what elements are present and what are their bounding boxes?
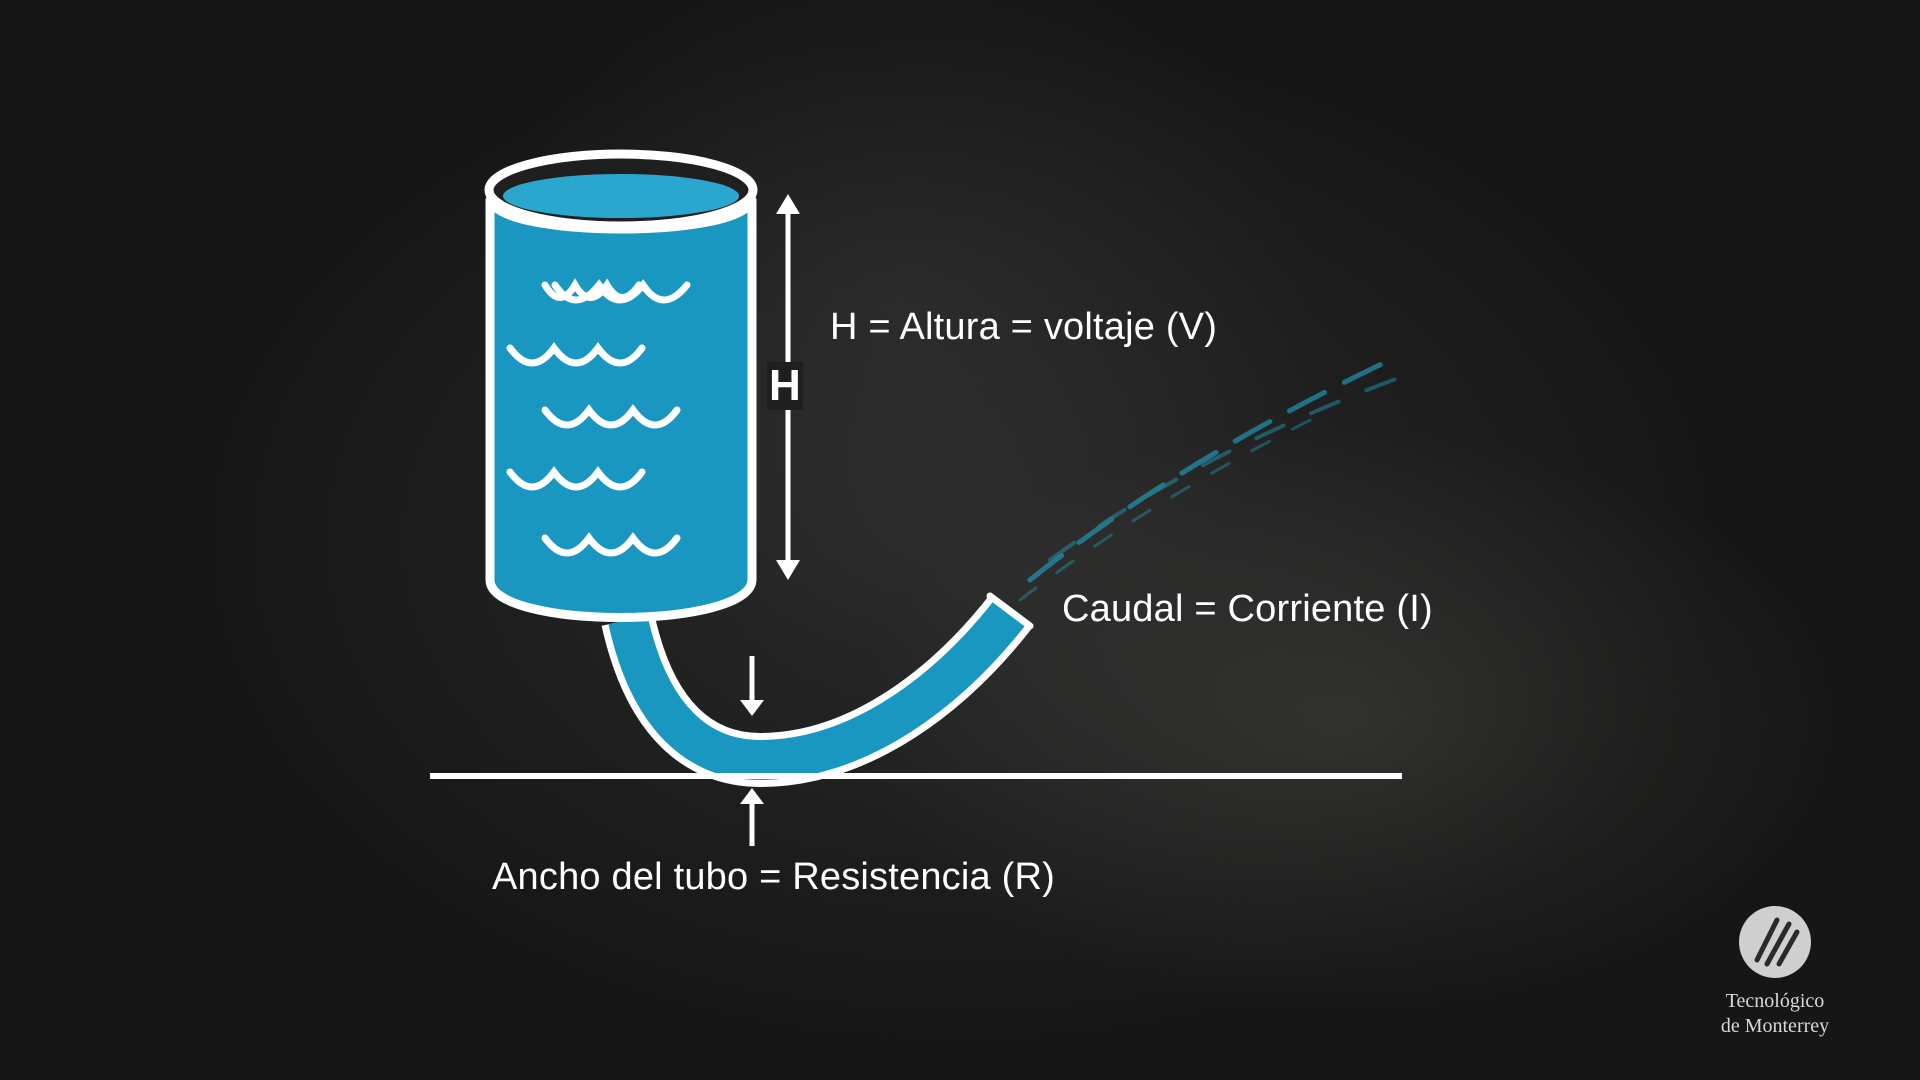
pipe-width-arrows <box>740 656 764 846</box>
height-letter: H <box>767 361 803 410</box>
water-waves <box>506 278 691 557</box>
logo-line-2: de Monterrey <box>1720 1015 1830 1037</box>
tec-de-monterrey-flame-icon <box>1739 906 1811 978</box>
tec-logo: Tecnológico de Monterrey <box>1700 902 1850 1037</box>
logo-line-1: Tecnológico <box>1725 990 1825 1012</box>
water-stream <box>1018 357 1422 602</box>
flow-current-label: Caudal = Corriente (I) <box>1062 588 1433 630</box>
pipe <box>601 592 1034 788</box>
width-resistance-label: Ancho del tubo = Resistencia (R) <box>492 856 1055 898</box>
height-voltage-label: H = Altura = voltaje (V) <box>830 306 1218 348</box>
water-tank <box>484 149 758 622</box>
